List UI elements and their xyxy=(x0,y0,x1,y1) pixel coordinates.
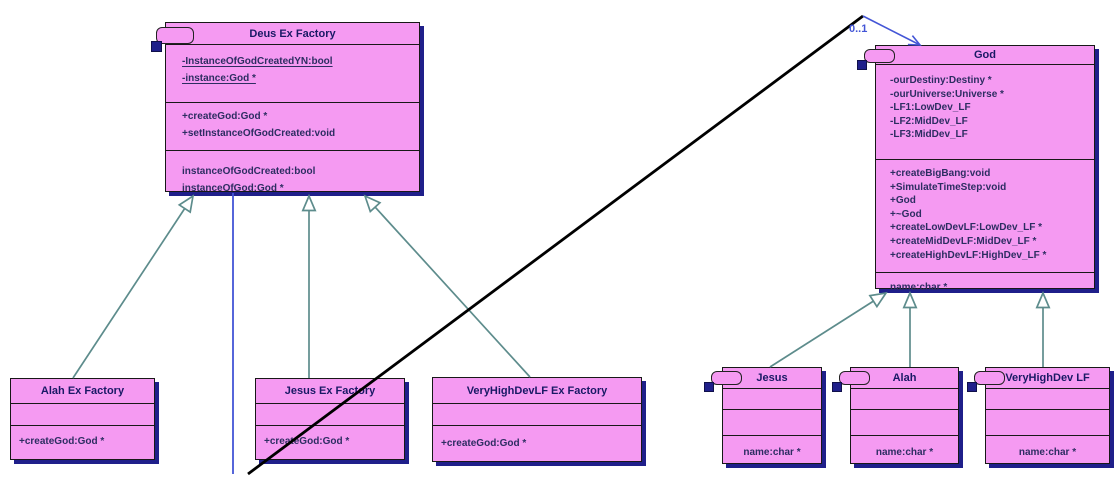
attributes-compartment xyxy=(433,404,641,426)
class-stereotype-icon xyxy=(832,371,870,392)
class-jesus-ex-factory[interactable]: Jesus Ex Factory +createGod:God * xyxy=(255,378,405,460)
property: instanceOfGodCreated:bool xyxy=(182,166,316,177)
attributes-compartment: -ourDestiny:Destiny * -ourUniverse:Unive… xyxy=(876,65,1094,160)
class-title: VeryHighDev LF xyxy=(1005,372,1090,384)
operations-compartment: +createGod:God * xyxy=(256,426,404,468)
attribute: -ourDestiny:Destiny * xyxy=(890,75,992,86)
properties-compartment: name:char * xyxy=(851,436,958,474)
attributes-compartment xyxy=(723,389,821,410)
operation: +~God xyxy=(890,208,922,220)
class-title: Jesus xyxy=(756,372,788,384)
attributes-compartment: -InstanceOfGodCreatedYN:bool -instance:G… xyxy=(166,45,419,103)
inheritance-alah-ex-factory-to-deus[interactable] xyxy=(72,194,195,379)
operations-compartment xyxy=(851,410,958,436)
attributes-compartment xyxy=(11,404,154,426)
property: name:char * xyxy=(890,282,948,293)
association-arrowhead xyxy=(907,35,922,46)
operation: +God xyxy=(890,195,916,207)
properties-compartment: name:char * xyxy=(986,436,1109,474)
class-title: VeryHighDevLF Ex Factory xyxy=(466,384,608,397)
property: name:char * xyxy=(1018,447,1077,458)
operations-compartment: +createGod:God * xyxy=(11,426,154,468)
inheritance-jesus-ex-factory-to-deus[interactable] xyxy=(301,193,317,378)
class-god[interactable]: God -ourDestiny:Destiny * -ourUniverse:U… xyxy=(857,45,1095,293)
property: name:char * xyxy=(743,447,801,458)
attribute: -LF2:MidDev_LF xyxy=(890,115,968,127)
operation: +createGod:God * xyxy=(441,438,527,449)
operation: +createGod:God * xyxy=(19,436,105,447)
attribute: -InstanceOfGodCreatedYN:bool xyxy=(182,56,333,67)
property: name:char * xyxy=(875,447,934,458)
operations-compartment: +createGod:God * xyxy=(433,426,641,472)
attributes-compartment xyxy=(851,389,958,410)
operation: +createBigBang:void xyxy=(890,168,991,179)
class-title: Deus Ex Factory xyxy=(249,27,336,40)
class-alah-ex-factory[interactable]: Alah Ex Factory +createGod:God * xyxy=(10,378,155,460)
operations-compartment: +createBigBang:void +SimulateTimeStep:vo… xyxy=(876,160,1094,273)
multiplicity-label: 0..1 xyxy=(849,23,868,35)
class-stereotype-icon xyxy=(704,371,742,392)
attributes-compartment xyxy=(986,389,1109,410)
class-jesus[interactable]: Jesus name:char * xyxy=(704,367,822,464)
association-deus-to-god[interactable] xyxy=(232,14,922,476)
class-stereotype-icon xyxy=(151,27,194,52)
operation: +setInstanceOfGodCreated:void xyxy=(182,128,336,139)
association-segment-arrow xyxy=(862,15,921,46)
operation: +createGod:God * xyxy=(182,111,268,122)
class-stereotype-icon xyxy=(857,49,895,70)
class-title: God xyxy=(974,49,996,61)
operation: +createMidDevLF:MidDev_LF * xyxy=(890,235,1037,247)
operations-compartment xyxy=(986,410,1109,436)
operations-compartment xyxy=(723,410,821,436)
attribute: -instance:God * xyxy=(182,73,256,84)
class-veryhighdev-lf[interactable]: VeryHighDev LF name:char * xyxy=(967,367,1110,464)
class-title: Alah xyxy=(892,372,917,384)
operation: +createHighDevLF:HighDev_LF * xyxy=(890,249,1047,261)
attribute: -LF3:MidDev_LF xyxy=(890,129,968,141)
attribute: -LF1:LowDev_LF xyxy=(890,102,971,114)
class-title: Jesus Ex Factory xyxy=(284,385,376,397)
class-stereotype-icon xyxy=(967,371,1005,392)
class-veryhighdevlf-ex-factory[interactable]: VeryHighDevLF Ex Factory +createGod:God … xyxy=(432,377,642,462)
inheritance-veryhighdevlf-ex-factory-to-deus[interactable] xyxy=(363,194,531,378)
property: instanceOfGod:God * xyxy=(182,183,284,194)
association-segment-diagonal xyxy=(247,14,864,476)
inheritance-jesus-to-god[interactable] xyxy=(769,291,888,368)
properties-compartment: name:char * xyxy=(876,273,1094,315)
attributes-compartment xyxy=(256,404,404,426)
properties-compartment: instanceOfGodCreated:bool instanceOfGod:… xyxy=(166,151,419,219)
class-title: Alah Ex Factory xyxy=(40,385,125,397)
class-alah[interactable]: Alah name:char * xyxy=(832,367,959,464)
class-deus-ex-factory[interactable]: Deus Ex Factory -InstanceOfGodCreatedYN:… xyxy=(151,22,420,194)
operation: +createGod:God * xyxy=(264,436,350,447)
properties-compartment: name:char * xyxy=(723,436,821,474)
operations-compartment: +createGod:God * +setInstanceOfGodCreate… xyxy=(166,103,419,151)
operation: +SimulateTimeStep:void xyxy=(890,181,1007,193)
attribute: -ourUniverse:Universe * xyxy=(890,88,1004,100)
inheritance-veryhighdev-lf-to-god[interactable] xyxy=(1035,290,1051,367)
inheritance-alah-to-god[interactable] xyxy=(902,290,918,367)
operation: +createLowDevLF:LowDev_LF * xyxy=(890,222,1042,234)
